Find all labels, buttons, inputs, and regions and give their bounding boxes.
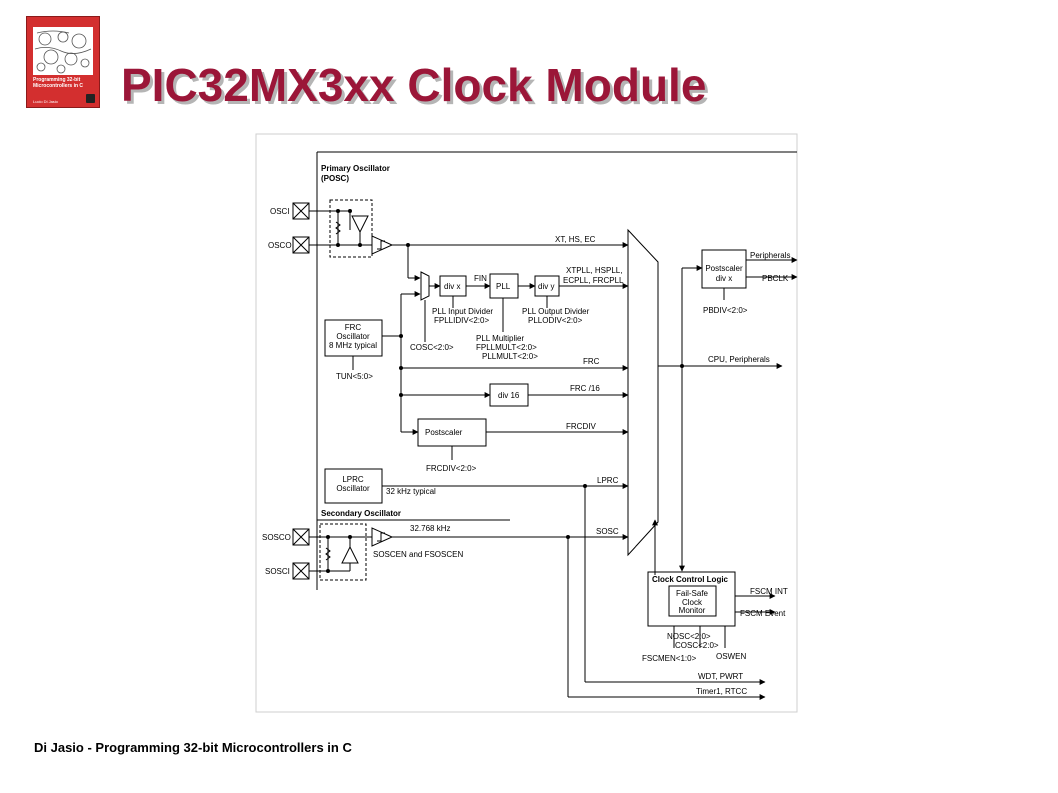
label-pll-multiplier: PLL Multiplier: [476, 334, 525, 343]
label-pin-sosco: SOSCO: [262, 533, 291, 542]
label-pllodiv: PLLODIV<2:0>: [528, 316, 583, 325]
label-failsafe-1: Fail-Safe: [676, 589, 709, 598]
label-wdt-pwrt: WDT, PWRT: [698, 672, 743, 681]
label-timer1-rtcc: Timer1, RTCC: [696, 687, 747, 696]
label-div16: div 16: [498, 391, 520, 400]
label-frcdiv-bits: FRCDIV<2:0>: [426, 464, 477, 473]
label-failsafe-2: Clock: [682, 598, 703, 607]
label-clock-control: Clock Control Logic: [652, 575, 729, 584]
label-cosc-mux: COSC<2:0>: [410, 343, 454, 352]
label-pll: PLL: [496, 282, 511, 291]
label-frc-osc-2: Oscillator: [336, 332, 370, 341]
label-lprc-2: Oscillator: [336, 484, 370, 493]
label-oswen: OSWEN: [716, 652, 746, 661]
label-div-x: div x: [444, 282, 460, 291]
label-secondary-osc: Secondary Oscillator: [321, 509, 401, 518]
label-frc: FRC: [583, 357, 600, 366]
label-tun: TUN<5:0>: [336, 372, 373, 381]
label-32khz: 32 kHz typical: [386, 487, 436, 496]
label-div-y: div y: [538, 282, 554, 291]
label-32768khz: 32.768 kHz: [410, 524, 450, 533]
label-frc-osc-1: FRC: [345, 323, 362, 332]
label-fpllidiv: FPLLIDIV<2:0>: [434, 316, 489, 325]
label-cpu-peripherals: CPU, Peripherals: [708, 355, 770, 364]
label-pb-divx: div x: [716, 274, 732, 283]
book-cover-title: Programming 32-bit Microcontrollers in C: [33, 77, 84, 89]
label-pb-postscaler: Postscaler: [705, 264, 743, 273]
book-cover-art: [33, 27, 93, 75]
label-pll-input-divider: PLL Input Divider: [432, 307, 493, 316]
label-pin-osco: OSCO: [268, 241, 292, 250]
label-pin-sosci: SOSCI: [265, 567, 290, 576]
label-xtpll-1: XTPLL, HSPLL,: [566, 266, 622, 275]
label-fscm-int: FSCM INT: [750, 587, 788, 596]
label-frc16: FRC /16: [570, 384, 600, 393]
label-fin: FIN: [474, 274, 487, 283]
label-frcdiv: FRCDIV: [566, 422, 596, 431]
label-fscmen: FSCMEN<1:0>: [642, 654, 697, 663]
label-pbdiv: PBDIV<2:0>: [703, 306, 748, 315]
label-lprc-1: LPRC: [342, 475, 364, 484]
label-soscen: SOSCEN and FSOSCEN: [373, 550, 463, 559]
publisher-logo-icon: [86, 94, 95, 103]
label-postscaler: Postscaler: [425, 428, 463, 437]
label-lprc-line: LPRC: [597, 476, 619, 485]
clock-block-diagram: Primary Oscillator (POSC) OSCI OSCO XT, …: [255, 133, 798, 713]
label-nosc: NOSC<2:0>: [667, 632, 711, 641]
label-cosc: COSC<2:0>: [675, 641, 719, 650]
label-failsafe-3: Monitor: [679, 606, 706, 615]
label-pll-output-divider: PLL Output Divider: [522, 307, 590, 316]
book-cover-author: Lucio Di Jasio: [33, 99, 58, 104]
label-sosc: SOSC: [596, 527, 619, 536]
label-fscm-event: FSCM Event: [740, 609, 786, 618]
label-pin-osci: OSCI: [270, 207, 290, 216]
label-peripherals: Peripherals: [750, 251, 790, 260]
label-pllmult: PLLMULT<2:0>: [482, 352, 538, 361]
label-frc-osc-3: 8 MHz typical: [329, 341, 377, 350]
label-xtpll-2: ECPLL, FRCPLL: [563, 276, 624, 285]
label-xt-hs-ec: XT, HS, EC: [555, 235, 596, 244]
slide-footer: Di Jasio - Programming 32-bit Microcontr…: [34, 740, 352, 755]
label-fpllmult: FPLLMULT<2:0>: [476, 343, 537, 352]
slide-title-shadow: PIC32MX3xx Clock Module: [124, 62, 710, 114]
book-cover-image: Programming 32-bit Microcontrollers in C…: [26, 16, 100, 108]
label-posc: (POSC): [321, 174, 349, 183]
label-pbclk: PBCLK: [762, 274, 789, 283]
slide-title: PIC32MX3xx Clock Module: [121, 59, 707, 111]
label-primary-osc: Primary Oscillator: [321, 164, 390, 173]
